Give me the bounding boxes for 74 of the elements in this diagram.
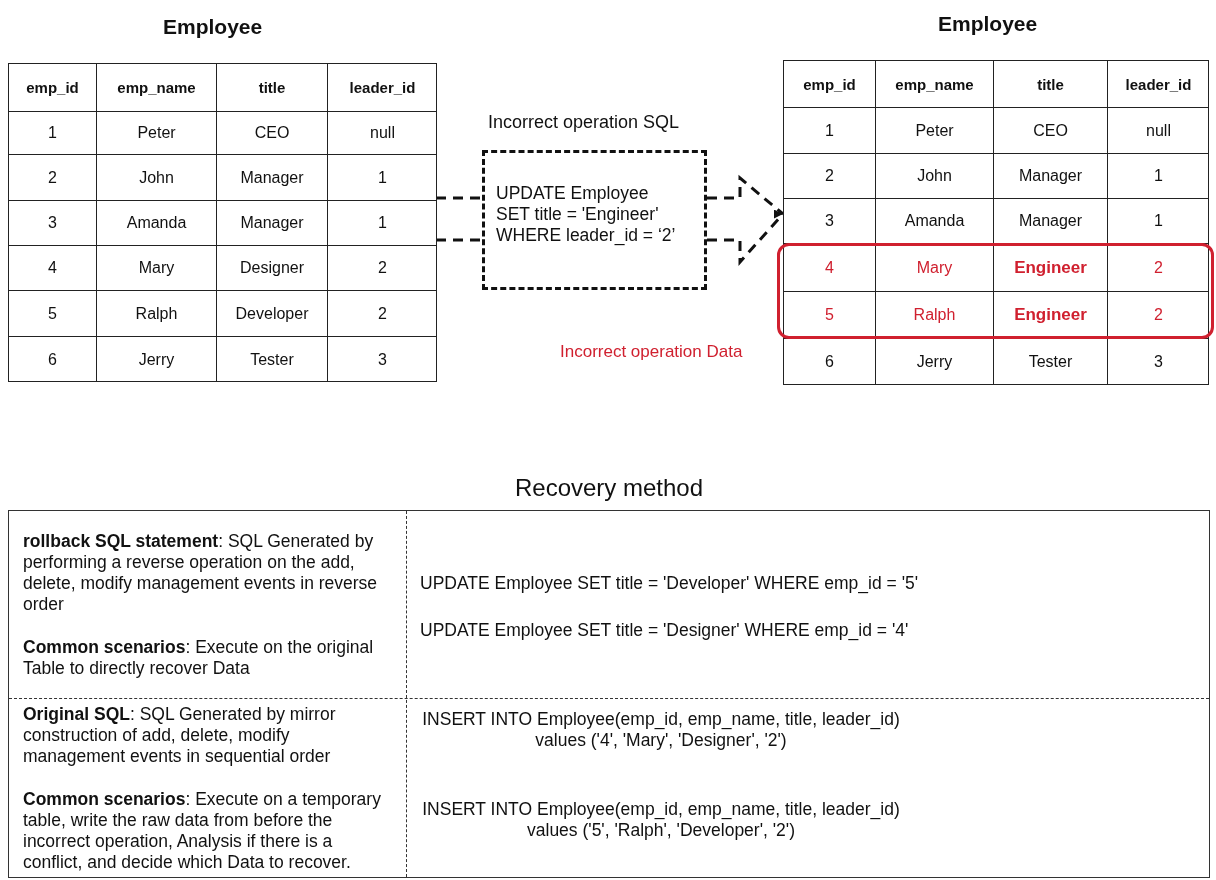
table-cell: 4 bbox=[9, 246, 97, 291]
column-header: title bbox=[994, 61, 1108, 108]
sql-statement: INSERT INTO Employee(emp_id, emp_name, title, leader_id) values ('5', 'Ralph', 'Developer', '2') bbox=[421, 799, 901, 841]
table-cell: 3 bbox=[9, 201, 97, 246]
table-cell: 1 bbox=[1108, 199, 1209, 244]
table-cell: Manager bbox=[994, 199, 1108, 244]
table-cell: Developer bbox=[217, 291, 328, 337]
sql-statement: UPDATE Employee SET title = 'Developer' WHERE emp_id = '5' bbox=[420, 573, 920, 594]
connector-line bbox=[436, 196, 482, 200]
table-cell: 2 bbox=[9, 155, 97, 201]
table-cell: Ralph bbox=[876, 292, 994, 339]
table-cell: 1 bbox=[784, 108, 876, 154]
table-cell: Designer bbox=[217, 246, 328, 291]
table-cell: 5 bbox=[784, 292, 876, 339]
column-header: emp_name bbox=[876, 61, 994, 108]
description-text: rollback SQL statement: SQL Generated by performing a reverse operation on the add, delete, modify management events in reverse order bbox=[23, 531, 379, 615]
sql-statement: UPDATE Employee SET title = 'Engineer' WHERE leader_id = ‘2’ bbox=[496, 183, 677, 246]
table-cell: 6 bbox=[784, 339, 876, 385]
table-cell: 2 bbox=[1108, 244, 1209, 292]
table-cell-text: 3 bbox=[1153, 352, 1164, 372]
connector-line bbox=[436, 238, 482, 242]
table-cell: Peter bbox=[97, 112, 217, 155]
sql-statement: UPDATE Employee SET title = 'Designer' WHERE emp_id = '4' bbox=[420, 620, 910, 641]
table-cell: Jerry bbox=[97, 337, 217, 382]
table-cell: null bbox=[328, 112, 437, 155]
table-cell: 1 bbox=[328, 201, 437, 246]
column-header: leader_id bbox=[328, 64, 437, 112]
table-cell: John bbox=[97, 155, 217, 201]
table-cell: 6 bbox=[9, 337, 97, 382]
table-cell: 2 bbox=[328, 246, 437, 291]
table-title: Recovery method bbox=[513, 474, 705, 502]
column-header: emp_id bbox=[9, 64, 97, 112]
table-cell: 2 bbox=[328, 291, 437, 337]
table-cell: CEO bbox=[217, 112, 328, 155]
table-title: Employee bbox=[163, 15, 263, 39]
table-cell: Manager bbox=[217, 155, 328, 201]
table-cell-text: 3 bbox=[377, 349, 388, 370]
table-cell: 3 bbox=[784, 199, 876, 244]
table-cell: Engineer bbox=[994, 244, 1108, 292]
table-cell: Manager bbox=[217, 201, 328, 246]
table-cell: Mary bbox=[876, 244, 994, 292]
table-cell: 5 bbox=[9, 291, 97, 337]
table-cell: Peter bbox=[876, 108, 994, 154]
annotation-text: Incorrect operation Data bbox=[560, 342, 743, 362]
table-cell: null bbox=[1108, 108, 1209, 154]
table-title: Employee bbox=[938, 12, 1038, 36]
table-cell: 2 bbox=[1108, 292, 1209, 339]
table-cell: CEO bbox=[994, 108, 1108, 154]
table-cell: John bbox=[876, 154, 994, 199]
column-header: emp_id bbox=[784, 61, 876, 108]
highlight-frame bbox=[777, 243, 1214, 339]
table-cell: 2 bbox=[784, 154, 876, 199]
box-heading: Incorrect operation SQL bbox=[488, 112, 680, 133]
table-cell: 1 bbox=[328, 155, 437, 201]
column-header: title bbox=[217, 64, 328, 112]
column-header: leader_id bbox=[1108, 61, 1209, 108]
sql-statement: INSERT INTO Employee(emp_id, emp_name, title, leader_id) values ('4', 'Mary', 'Designer', '2') bbox=[421, 709, 901, 751]
table-cell: Amanda bbox=[876, 199, 994, 244]
table-cell: Amanda bbox=[97, 201, 217, 246]
table-cell: Tester bbox=[217, 337, 328, 382]
column-header: emp_name bbox=[97, 64, 217, 112]
description-text: Common scenarios: Execute on the original Table to directly recover Data bbox=[23, 637, 375, 679]
table-cell: Tester bbox=[994, 339, 1108, 385]
table-cell: Ralph bbox=[97, 291, 217, 337]
table-cell: 1 bbox=[9, 112, 97, 155]
table-cell: Engineer bbox=[994, 292, 1108, 339]
table-cell: 4 bbox=[784, 244, 876, 292]
description-text: Common scenarios: Execute on a temporary table, write the raw data from before the incorrect operation, Analysis if there is a conflict, and decide which Data to recover. bbox=[23, 789, 382, 873]
table-cell: Jerry bbox=[876, 339, 994, 385]
table-cell: Mary bbox=[97, 246, 217, 291]
description-text: Original SQL: SQL Generated by mirror construction of add, delete, modify management events in sequential order bbox=[23, 704, 337, 767]
table-cell: 1 bbox=[1108, 154, 1209, 199]
block-arrow bbox=[705, 174, 785, 266]
table-cell: Manager bbox=[994, 154, 1108, 199]
